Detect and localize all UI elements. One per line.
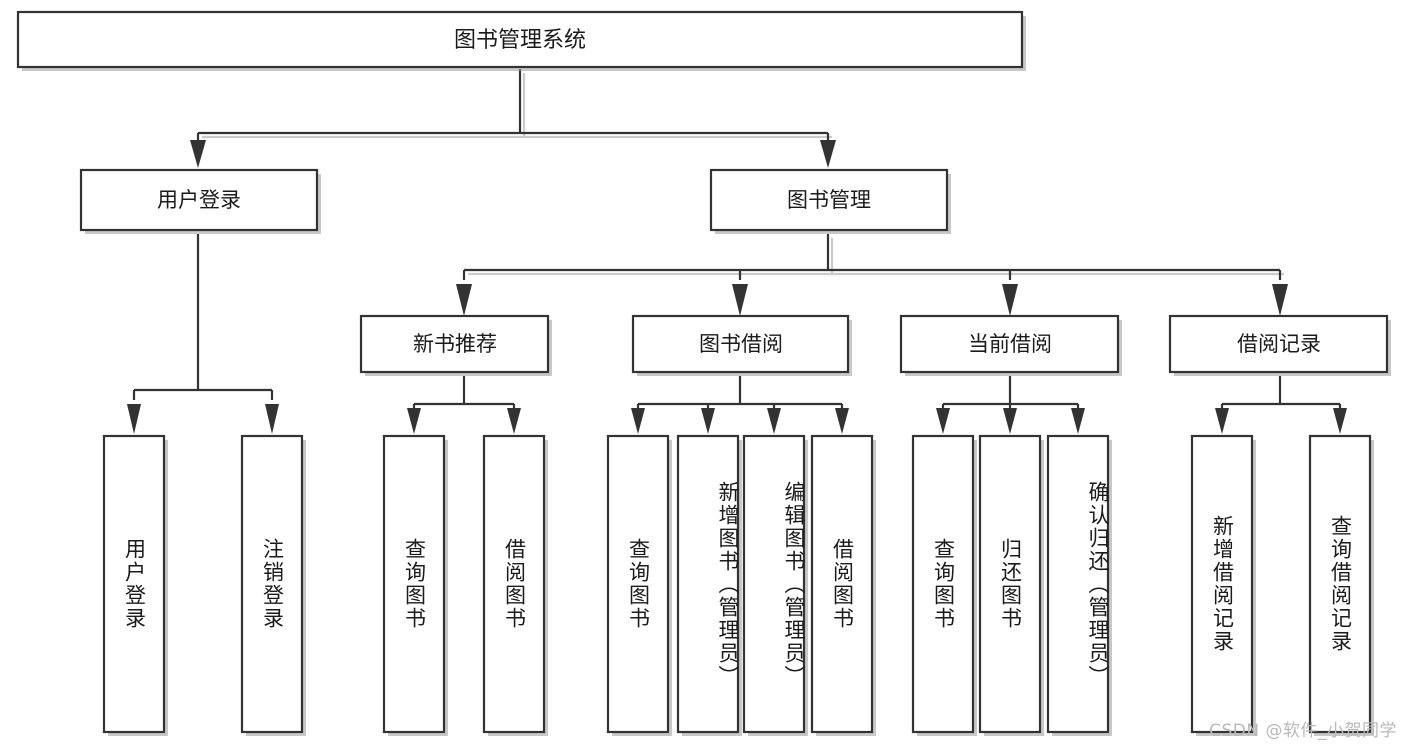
connector-borrowrecord-bus (1222, 376, 1340, 406)
arrow-to-leaf-confirm-return (1071, 408, 1085, 434)
leaf-borrow-book-1[interactable] (482, 434, 548, 736)
node-root-box[interactable] (16, 10, 1024, 69)
arrow-to-book-manage (820, 140, 836, 168)
leaf-borrow-book-2-box[interactable] (810, 434, 874, 734)
connector-book-manage-bus (464, 234, 1280, 272)
leaf-query-book-3[interactable] (911, 434, 977, 736)
node-root[interactable]: 图书管理系统 (16, 10, 1026, 71)
leaf-confirm-return-box[interactable] (1046, 434, 1110, 734)
arrow-to-leaf-query-book-1 (407, 408, 421, 434)
node-borrow-record-label: 借阅记录 (1237, 332, 1321, 356)
arrow-to-leaf-query-book-3 (936, 408, 950, 434)
node-book-manage-box[interactable] (709, 168, 949, 232)
arrow-to-leaf-add-book (701, 408, 715, 434)
leaf-query-book-1-box[interactable] (382, 434, 446, 734)
arrow-to-current-borrow (1002, 284, 1018, 316)
node-new-book-recommend-label: 新书推荐 (413, 332, 497, 356)
leaf-query-book-2[interactable] (606, 434, 672, 736)
connector-book-manage-shadow (468, 238, 1284, 276)
leaf-query-book-3-box[interactable] (911, 434, 975, 734)
leaf-user-login[interactable] (102, 434, 168, 736)
node-borrow-record[interactable]: 借阅记录 (1168, 314, 1391, 376)
leaf-borrow-book-2[interactable] (810, 434, 876, 736)
arrow-to-new-book-recommend (456, 284, 472, 316)
node-book-borrow-label: 图书借阅 (699, 332, 783, 356)
node-new-book-recommend-box[interactable] (359, 314, 550, 374)
connector-bookborrow-drops (636, 404, 844, 410)
leaf-query-record[interactable] (1308, 434, 1374, 736)
arrow-to-book-borrow (732, 284, 748, 316)
node-root-label: 图书管理系统 (454, 28, 586, 53)
node-current-borrow-box[interactable] (899, 314, 1120, 374)
leaf-edit-book-box[interactable] (742, 434, 806, 734)
leaf-confirm-return[interactable] (1046, 434, 1112, 736)
leaf-add-record[interactable] (1190, 434, 1256, 736)
leaf-logout-login[interactable] (240, 434, 306, 736)
leaf-add-record-box[interactable] (1190, 434, 1254, 734)
leaf-return-book[interactable] (978, 434, 1044, 736)
connector-root-shadow (202, 73, 832, 139)
leaf-query-book-1[interactable] (382, 434, 448, 736)
arrow-to-leaf-edit-book (767, 408, 781, 434)
node-borrow-record-box[interactable] (1168, 314, 1389, 374)
node-new-book-recommend[interactable]: 新书推荐 (359, 314, 552, 376)
leaf-return-book-box[interactable] (978, 434, 1042, 734)
node-current-borrow-label: 当前借阅 (968, 332, 1052, 356)
arrow-to-borrow-record (1272, 284, 1288, 316)
node-user-login-label: 用户登录 (157, 188, 241, 212)
node-user-login-box[interactable] (79, 168, 319, 232)
arrow-to-leaf-add-record (1215, 408, 1229, 434)
connector-root-bus (198, 69, 828, 135)
node-user-login[interactable]: 用户登录 (79, 168, 321, 234)
node-book-borrow-box[interactable] (631, 314, 850, 374)
node-book-manage[interactable]: 图书管理 (709, 168, 951, 234)
leaf-query-book-2-box[interactable] (606, 434, 670, 734)
node-book-manage-label: 图书管理 (787, 188, 871, 212)
connector-user-login-bus (134, 234, 272, 392)
leaf-add-book[interactable] (676, 434, 742, 736)
connector-layer (127, 69, 1347, 434)
arrow-to-leaf-query-record (1333, 408, 1347, 434)
connector-newbook-bus (414, 376, 514, 406)
leaf-borrow-book-1-box[interactable] (482, 434, 546, 734)
arrow-to-user-login (190, 140, 206, 168)
leaf-add-book-box[interactable] (676, 434, 740, 734)
arrow-to-leaf-logout-login (265, 404, 279, 434)
leaf-query-record-box[interactable] (1308, 434, 1372, 734)
arrow-to-leaf-borrow-book-1 (507, 408, 521, 434)
arrow-to-leaf-user-login (127, 404, 141, 434)
leaf-logout-login-box[interactable] (240, 434, 304, 734)
node-book-borrow[interactable]: 图书借阅 (631, 314, 852, 376)
connector-user-login-drops (132, 390, 274, 400)
leaf-user-login-box[interactable] (102, 434, 166, 734)
csdn-watermark: CSDN @软件_小贺同学 (1209, 721, 1397, 741)
arrow-to-leaf-borrow-book-2 (835, 408, 849, 434)
connector-level3-drops (462, 270, 1282, 280)
leaf-edit-book[interactable] (742, 434, 808, 736)
connector-bookborrow-bus (638, 376, 842, 406)
connector-currentborrow-bus (943, 376, 1078, 406)
arrow-to-leaf-query-book-2 (631, 408, 645, 434)
arrow-to-leaf-return-book (1003, 408, 1017, 434)
node-current-borrow[interactable]: 当前借阅 (899, 314, 1122, 376)
